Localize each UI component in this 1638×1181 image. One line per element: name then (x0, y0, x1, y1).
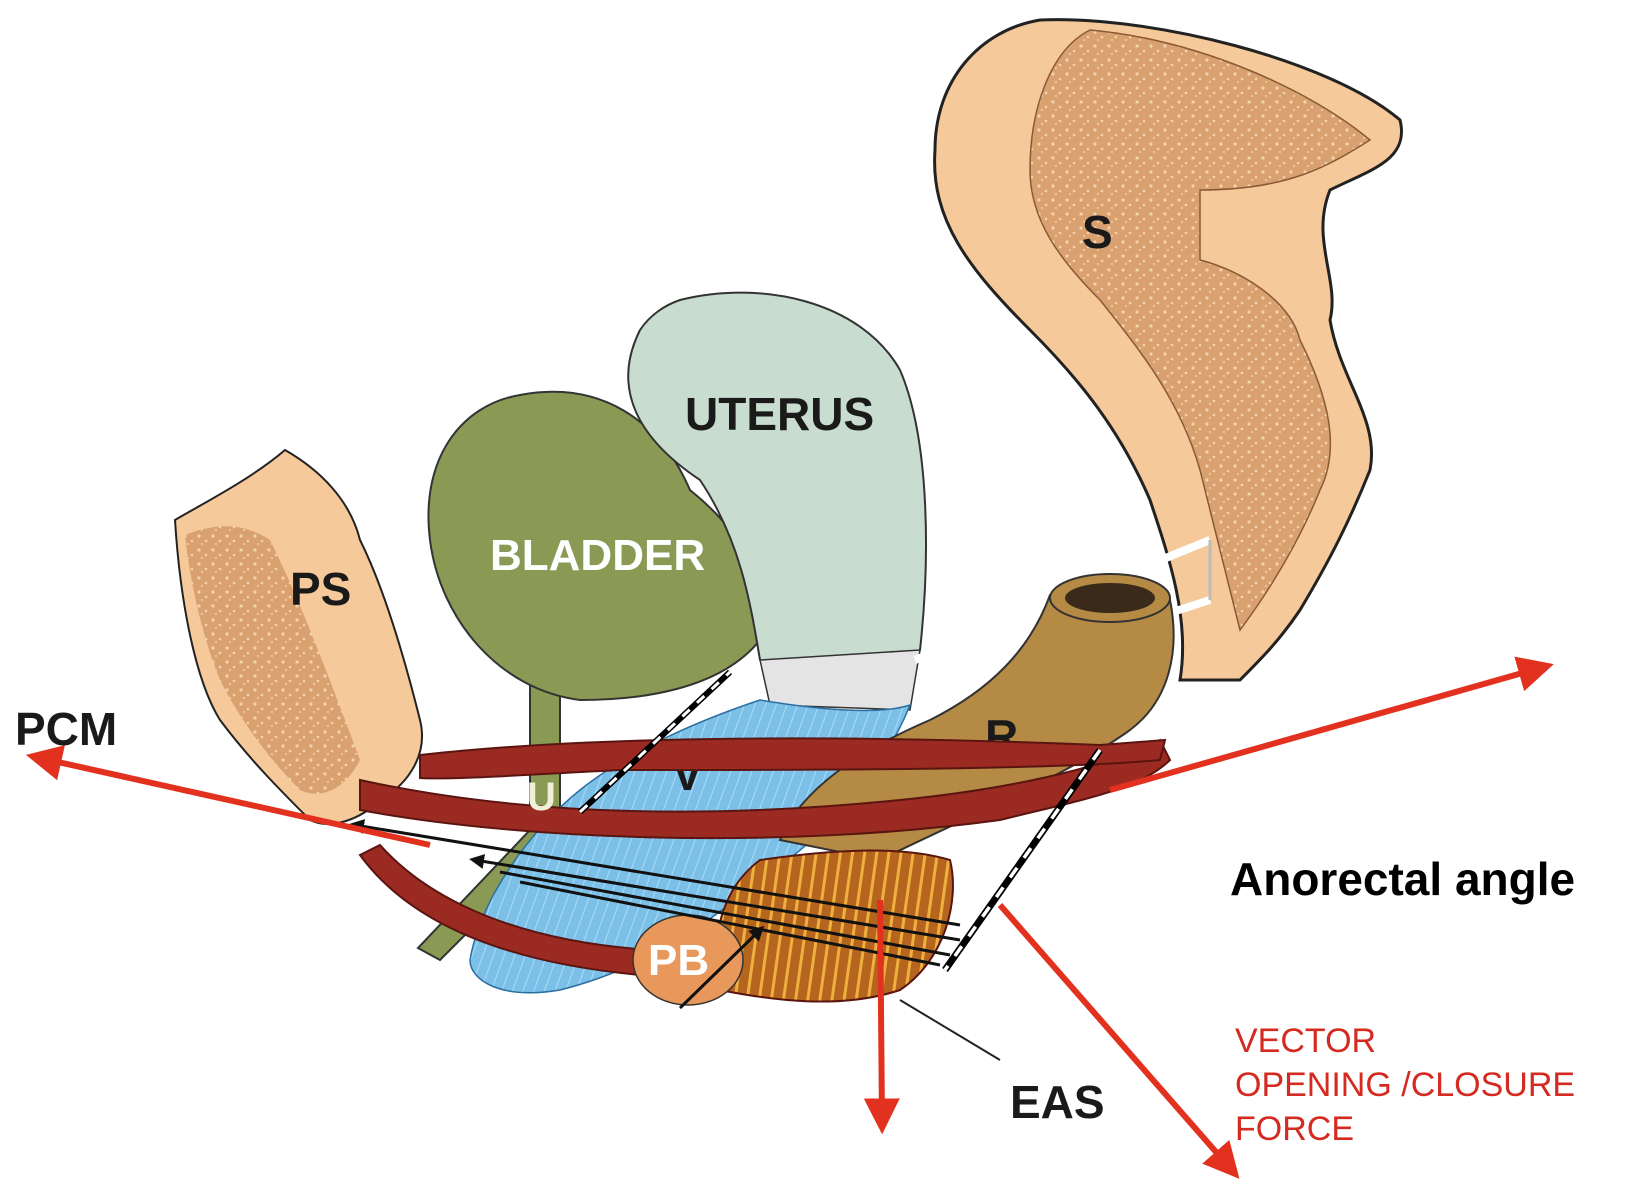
eas-label: EAS (1010, 1076, 1105, 1128)
pcm-label: PCM (15, 703, 117, 755)
vector-label-line3: FORCE (1235, 1110, 1354, 1148)
external-anal-sphincter (716, 851, 953, 1002)
perineal-body-label: PB (648, 936, 709, 985)
eas-pointer-line (900, 1000, 1000, 1060)
sacrum: S (935, 20, 1402, 680)
pubic-symphysis-label: PS (290, 563, 351, 615)
uterus-label: UTERUS (685, 388, 874, 440)
vector-label-line2: OPENING /CLOSURE (1235, 1066, 1575, 1104)
anorectal-angle-label: Anorectal angle (1230, 853, 1575, 905)
urethra-label: U (527, 775, 556, 819)
bladder-label: BLADDER (490, 531, 705, 580)
perineal-body: PB (633, 915, 743, 1005)
sacrum-label: S (1082, 206, 1113, 258)
pubic-symphysis: PS (175, 450, 422, 824)
vector-label-line1: VECTOR (1235, 1022, 1376, 1060)
